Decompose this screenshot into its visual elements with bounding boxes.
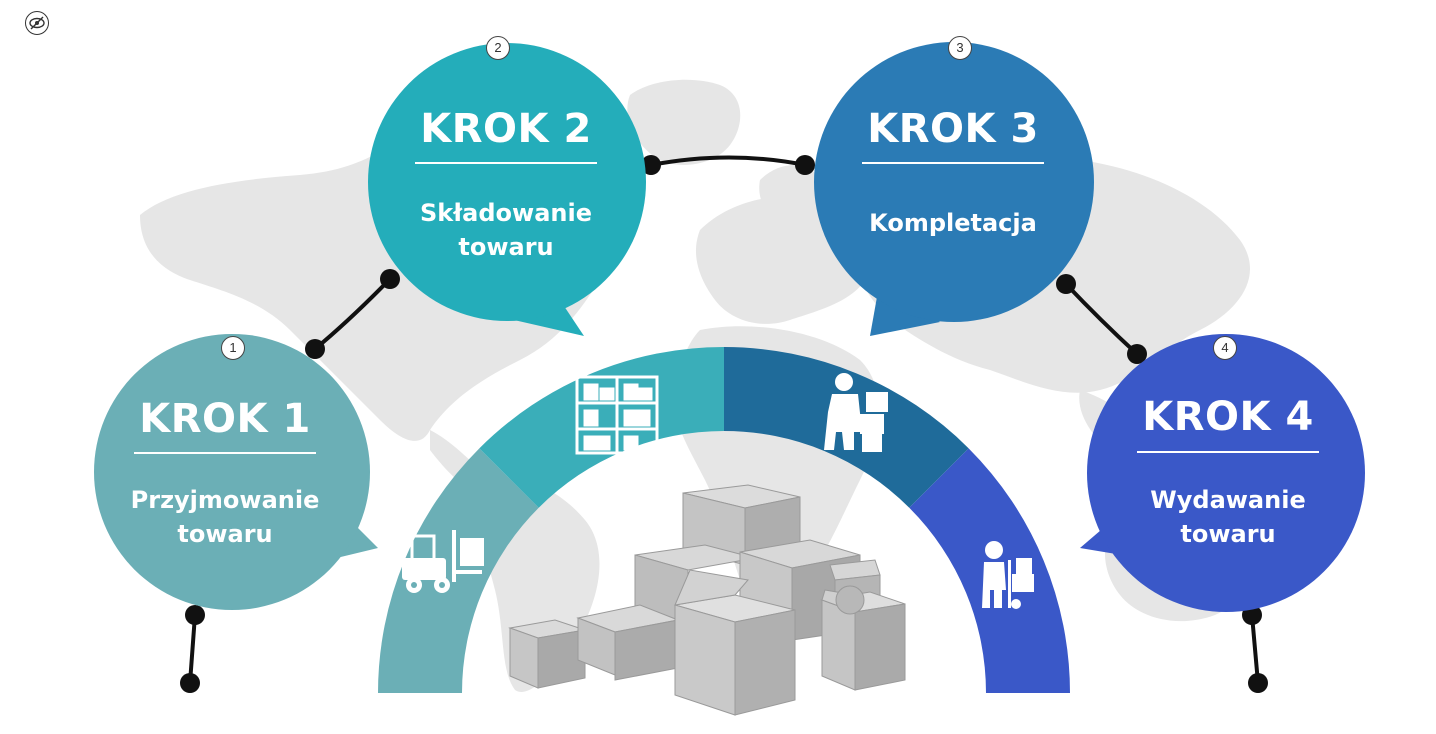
connector-step1-bottom bbox=[188, 613, 197, 685]
step-3-bubble-circle bbox=[814, 42, 1094, 322]
connector-step2-step3 bbox=[649, 155, 807, 167]
dot bbox=[185, 605, 205, 625]
step-2-bubble bbox=[368, 43, 646, 336]
step-4-divider bbox=[1137, 451, 1319, 453]
order-picker-icon bbox=[824, 373, 888, 452]
arc-segment-2 bbox=[479, 347, 724, 508]
map-scandinavia bbox=[759, 165, 824, 226]
connector-step4-bottom bbox=[1250, 613, 1260, 685]
step-2-title: KROK 2 bbox=[420, 106, 592, 152]
step-2-divider bbox=[415, 162, 597, 164]
step-4-bubble-circle bbox=[1087, 334, 1365, 612]
step-4-subtitle-line-2: towaru bbox=[1180, 520, 1276, 548]
dot bbox=[380, 269, 400, 289]
dot bbox=[180, 673, 200, 693]
step-2-subtitle-line-2: towaru bbox=[458, 233, 554, 261]
step-1-bubble bbox=[94, 334, 378, 610]
step-1-title: KROK 1 bbox=[139, 396, 311, 442]
step-1-bubble-circle bbox=[94, 334, 370, 610]
map-greenland bbox=[627, 79, 741, 165]
step-4-bubble bbox=[1080, 334, 1365, 612]
step-4-number-badge: 4 bbox=[1213, 336, 1237, 360]
step-3-bubble bbox=[814, 42, 1094, 336]
step-3-divider bbox=[862, 162, 1044, 164]
forklift-icon bbox=[402, 530, 484, 593]
step-2-bubble-circle bbox=[368, 43, 646, 321]
step-4-title: KROK 4 bbox=[1142, 394, 1314, 440]
dot bbox=[1248, 673, 1268, 693]
step-4-subtitle-line-1: Wydawanie bbox=[1150, 486, 1306, 514]
step-bubbles bbox=[94, 42, 1365, 612]
dot bbox=[1127, 344, 1147, 364]
step-3-title: KROK 3 bbox=[867, 106, 1039, 152]
dot bbox=[795, 155, 815, 175]
visibility-toggle-button[interactable] bbox=[25, 11, 49, 35]
step-1-number-badge: 1 bbox=[221, 336, 245, 360]
dot bbox=[1056, 274, 1076, 294]
warehouse-shelves-icon bbox=[575, 375, 659, 455]
step-1-divider bbox=[134, 452, 316, 454]
step-3-number-badge: 3 bbox=[948, 36, 972, 60]
delivery-worker-icon bbox=[982, 541, 1034, 609]
step-2-subtitle-line-1: Składowanie bbox=[420, 199, 592, 227]
step-1-subtitle-line-2: towaru bbox=[177, 520, 273, 548]
cardboard-boxes-stack bbox=[508, 484, 906, 716]
step-2-number-badge: 2 bbox=[486, 36, 510, 60]
eye-slash-icon bbox=[29, 16, 45, 30]
step-1-subtitle-line-1: Przyjmowanie bbox=[130, 486, 320, 514]
step-3-subtitle-line-1: Kompletacja bbox=[869, 209, 1037, 237]
dot bbox=[641, 155, 661, 175]
arc-icons bbox=[402, 373, 1034, 609]
dot bbox=[305, 339, 325, 359]
